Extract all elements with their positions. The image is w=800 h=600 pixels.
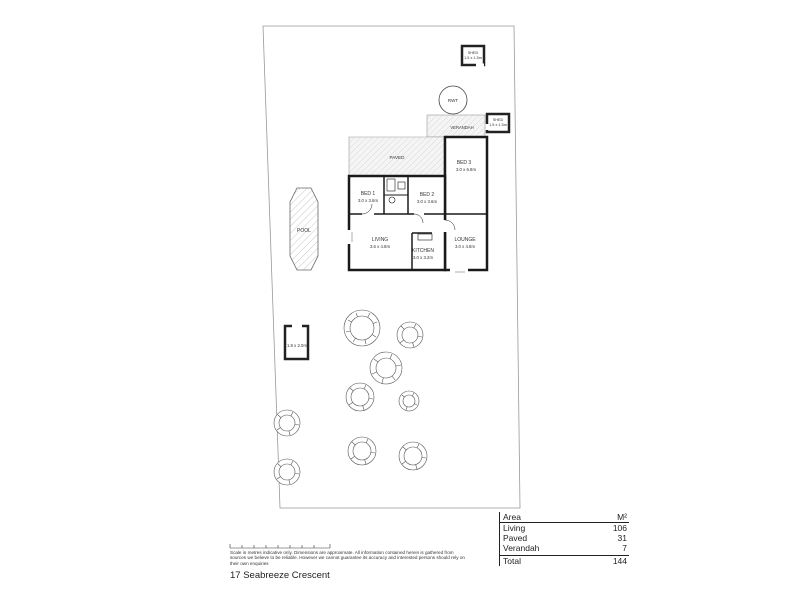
rwt-label: RWT — [448, 98, 458, 103]
area-row-label: Verandah — [503, 543, 540, 553]
tree — [398, 441, 428, 471]
shed-right-name: SHED — [493, 118, 504, 122]
trees — [273, 309, 428, 486]
area-total-label: Total — [503, 556, 521, 566]
area-row-verandah: Verandah 7 — [499, 543, 629, 553]
house — [347, 135, 489, 273]
bed1-size: 3.0 x 3.6m — [358, 198, 378, 203]
area-row-label: Paved — [503, 533, 528, 543]
lounge-name: LOUNGE — [454, 237, 476, 243]
tree — [396, 321, 424, 349]
rainwater-tank: RWT — [438, 85, 468, 115]
tree — [273, 458, 301, 486]
paved-area: PAVED — [348, 136, 445, 177]
tree — [369, 351, 403, 385]
verandah-label: VERANDAH — [450, 125, 473, 130]
shed-right: SHED 1.5 x 1.5m — [485, 112, 511, 134]
area-table: Area M² Living 106 Paved 31 Verandah 7 T… — [499, 512, 629, 566]
area-row-value: 7 — [622, 543, 627, 553]
bed2-size: 3.0 x 3.6m — [417, 199, 437, 204]
area-row-paved: Paved 31 — [499, 533, 629, 543]
area-row-value: 106 — [612, 523, 627, 533]
outbuilding: 1.8 x 2.0m — [283, 324, 310, 361]
bed2-name: BED 2 — [420, 192, 435, 198]
shed-top-name: SHED — [468, 51, 479, 55]
scale-bar — [229, 544, 331, 549]
tree — [347, 436, 377, 466]
tree — [343, 309, 381, 347]
tree — [398, 390, 420, 412]
property-boundary — [262, 25, 521, 509]
bed1-name: BED 1 — [361, 191, 376, 197]
area-header-label: Area — [503, 512, 521, 522]
bed3-size: 3.0 x 6.8m — [456, 167, 476, 172]
tree — [345, 382, 375, 412]
shed-top: SHED 1.5 x 1.5m — [460, 44, 486, 67]
area-row-living: Living 106 — [499, 523, 629, 533]
area-header-unit: M² — [617, 512, 627, 522]
area-row-value: 31 — [617, 533, 627, 543]
pool: POOL — [289, 187, 319, 271]
outbuilding-size: 1.8 x 2.0m — [287, 343, 307, 348]
paved-label: PAVED — [390, 155, 406, 160]
lounge-size: 3.0 x 4.8m — [455, 244, 475, 249]
area-row-total: Total 144 — [499, 555, 629, 566]
pool-label: POOL — [297, 228, 311, 234]
property-address: 17 Seabreeze Crescent — [230, 570, 330, 581]
shed-top-size: 1.5 x 1.5m — [464, 56, 482, 60]
area-row-label: Living — [503, 523, 526, 533]
disclaimer: Scale in metres indicative only. Dimensi… — [230, 550, 465, 566]
living-size: 3.6 x 4.8m — [370, 244, 390, 249]
area-total-value: 144 — [612, 556, 627, 566]
verandah: VERANDAH — [426, 114, 486, 138]
living-name: LIVING — [372, 237, 389, 243]
area-table-header: Area M² — [499, 512, 629, 523]
bed3-name: BED 3 — [457, 160, 472, 166]
shed-right-size: 1.5 x 1.5m — [489, 123, 507, 127]
kitchen-name: KITCHEN — [412, 248, 434, 254]
tree — [273, 409, 301, 437]
kitchen-size: 3.0 x 3.2m — [413, 255, 433, 260]
